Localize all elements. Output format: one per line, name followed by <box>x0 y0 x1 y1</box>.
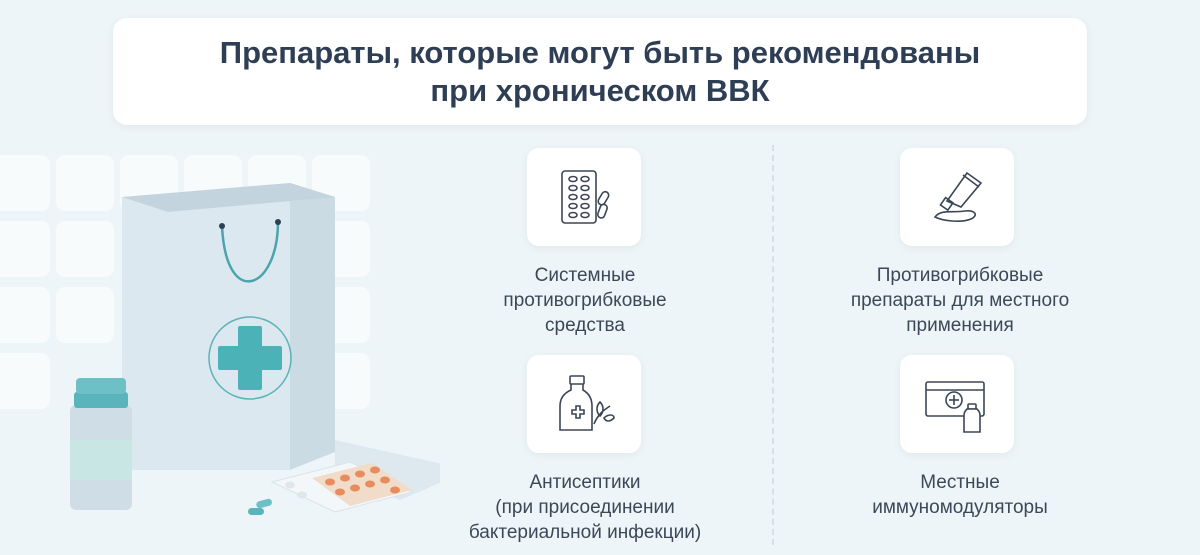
tablet-blister-icon <box>561 170 610 224</box>
caption-immunomodulators-line-2: иммуномодуляторы <box>872 497 1048 518</box>
caption-antiseptics-line-1: Антисептики <box>529 472 641 493</box>
caption-antiseptics: Антисептики (при присоединении бактериал… <box>435 470 735 545</box>
page-title: Препараты, которые могут быть рекомендов… <box>220 34 980 110</box>
caption-systemic-line-2: противогрибковые <box>503 290 667 311</box>
antiseptic-bottle-icon <box>559 375 615 431</box>
caption-topical-line-3: применения <box>906 315 1014 336</box>
title-card: Препараты, которые могут быть рекомендов… <box>113 18 1087 125</box>
caption-antiseptics-line-3: бактериальной инфекции) <box>468 522 702 543</box>
caption-antiseptics-line-2: (при присоединении <box>495 497 675 518</box>
caption-immunomodulators: Местные иммуномодуляторы <box>810 470 1110 520</box>
icon-card-topical <box>900 148 1014 246</box>
ointment-tube-icon <box>933 171 983 222</box>
first-aid-kit-icon <box>925 381 985 433</box>
caption-systemic-line-1: Системные <box>534 265 636 286</box>
caption-systemic: Системные противогрибковые средства <box>435 263 735 338</box>
icon-card-immunomodulators <box>900 355 1014 453</box>
title-line-1: Препараты, которые могут быть рекомендов… <box>219 34 981 70</box>
title-line-2: при хроническом ВВК <box>430 72 770 108</box>
pharmacy-bag-illustration <box>70 183 440 515</box>
icon-card-systemic <box>527 148 641 246</box>
caption-immunomodulators-line-1: Местные <box>920 472 1000 493</box>
caption-topical-line-2: препараты для местного <box>850 290 1070 311</box>
column-divider <box>772 145 774 545</box>
caption-topical: Противогрибковые препараты для местного … <box>810 263 1110 338</box>
caption-topical-line-1: Противогрибковые <box>876 265 1044 286</box>
icon-card-antiseptics <box>527 355 641 453</box>
caption-systemic-line-3: средства <box>545 315 625 336</box>
